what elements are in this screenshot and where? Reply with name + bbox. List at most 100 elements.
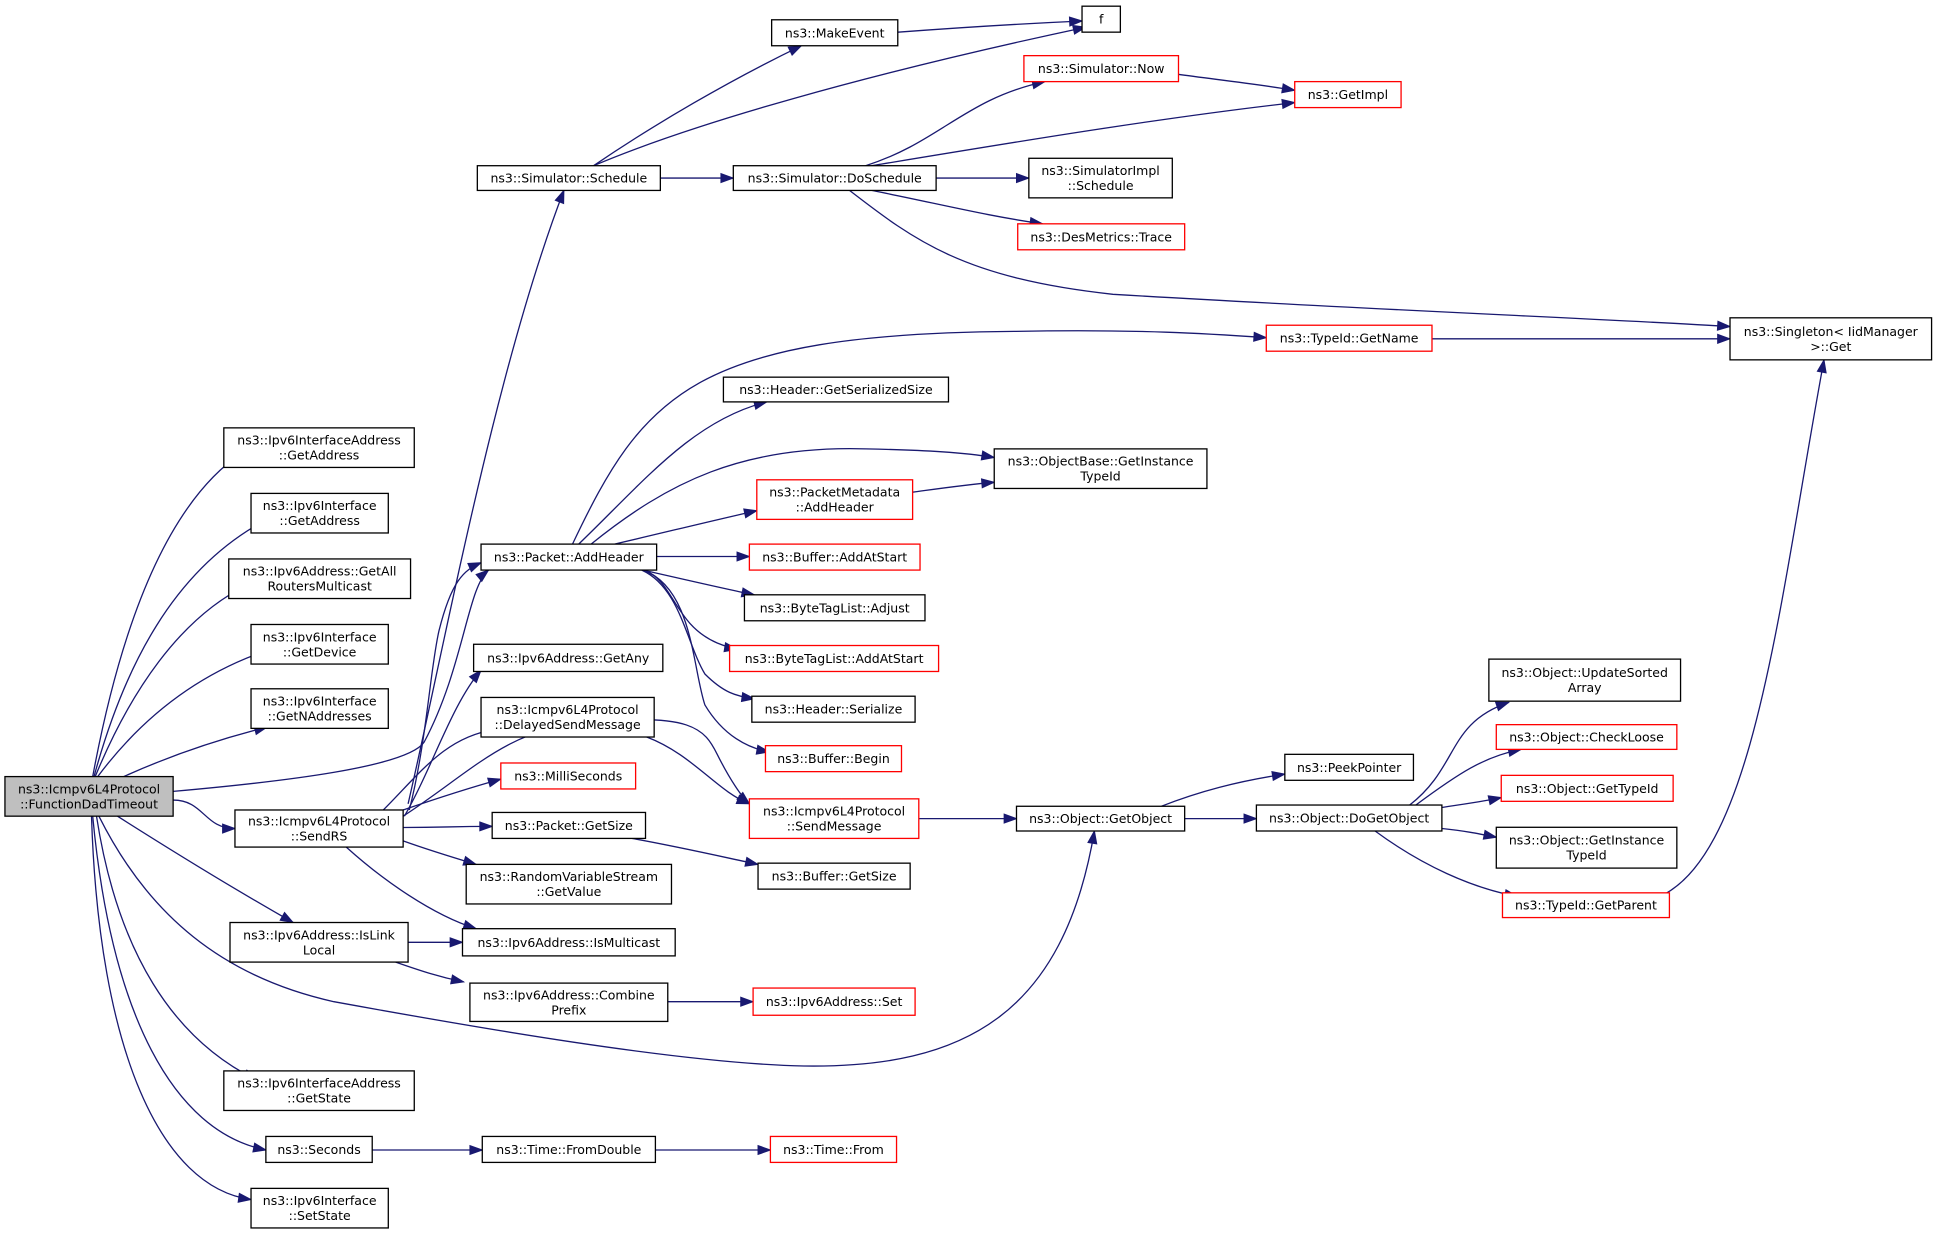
- arrowhead-sendrs-to-ismulticast: [462, 919, 478, 930]
- node-ipv6addr-set[interactable]: ns3::Ipv6Address::Set: [752, 987, 916, 1016]
- node-sim-doschedule[interactable]: ns3::Simulator::DoSchedule: [732, 165, 937, 192]
- node-pkt-getsize[interactable]: ns3::Packet::GetSize: [491, 811, 647, 840]
- node-buffer-addatstart[interactable]: ns3::Buffer::AddAtStart: [748, 543, 921, 571]
- node-sendmessage[interactable]: ns3::Icmpv6L4Protocol::SendMessage: [748, 798, 920, 840]
- node-desmetrics[interactable]: ns3::DesMetrics::Trace: [1017, 223, 1186, 251]
- node-iface-setstate[interactable]: ns3::Ipv6Interface::SetState: [250, 1187, 389, 1229]
- node-label: ns3::Object::CheckLoose: [1509, 730, 1664, 745]
- edge-seconds-to-time_fromdouble: [372, 1144, 484, 1156]
- node-box: [480, 543, 658, 571]
- edge-combineprefix-to-ipv6addr_set: [667, 996, 755, 1007]
- node-box: [743, 594, 926, 622]
- node-bytetag-adjust[interactable]: ns3::ByteTagList::Adjust: [743, 594, 926, 622]
- node-label: ns3::Object::GetTypeId: [1516, 781, 1659, 796]
- node-f[interactable]: f: [1081, 5, 1122, 33]
- node-buffer-getsize[interactable]: ns3::Buffer::GetSize: [757, 862, 911, 890]
- arrowhead-sim_schedule-to-sim_doschedule: [720, 172, 735, 184]
- edge-line: [97, 649, 268, 777]
- node-obj-dogetobject[interactable]: ns3::Object::DoGetObject: [1255, 804, 1443, 832]
- node-label: ns3::Ipv6Address::GetAny: [487, 650, 650, 665]
- arrowhead-pkt_addheader-to-objbase_getinsttypeid: [980, 450, 996, 461]
- edge-line: [403, 825, 493, 829]
- node-label: ns3::RandomVariableStream: [480, 869, 658, 884]
- edge-root-to-iface_getaddress: [93, 518, 269, 777]
- node-ifaddr-getstate[interactable]: ns3::Ipv6InterfaceAddress::GetState: [223, 1070, 415, 1112]
- node-typeid-getname[interactable]: ns3::TypeId::GetName: [1265, 324, 1433, 352]
- node-time-fromdouble[interactable]: ns3::Time::FromDouble: [481, 1135, 657, 1164]
- node-label: ns3::Seconds: [277, 1142, 360, 1157]
- edge-sendrs-to-ismulticast: [345, 846, 478, 930]
- edge-time_fromdouble-to-time_from: [655, 1144, 772, 1156]
- node-obj-gettypeid[interactable]: ns3::Object::GetTypeId: [1500, 774, 1674, 802]
- node-time-from[interactable]: ns3::Time::From: [769, 1135, 898, 1164]
- node-root[interactable]: ns3::Icmpv6L4Protocol::FunctionDadTimeou…: [4, 775, 174, 817]
- node-iface-getdevice[interactable]: ns3::Ipv6Interface::GetDevice: [250, 623, 389, 665]
- edge-line: [95, 816, 257, 1081]
- edge-line: [403, 669, 482, 817]
- node-sendrs[interactable]: ns3::Icmpv6L4Protocol::SendRS: [234, 809, 404, 848]
- node-box: [748, 543, 921, 571]
- node-sim-now[interactable]: ns3::Simulator::Now: [1023, 54, 1180, 83]
- edge-pkt_getsize-to-buffer_getsize: [631, 837, 760, 867]
- node-singleton-get[interactable]: ns3::Singleton< IidManager >::Get: [1729, 317, 1933, 361]
- arrowhead-pkt_getsize-to-buffer_getsize: [744, 856, 760, 867]
- edge-line: [871, 101, 1295, 167]
- node-ifaddr-getaddress[interactable]: ns3::Ipv6InterfaceAddress::GetAddress: [223, 427, 415, 469]
- node-pktmeta-addheader[interactable]: ns3::PacketMetadata::AddHeader: [756, 479, 914, 521]
- node-obj-getobject[interactable]: ns3::Object::GetObject: [1015, 805, 1186, 832]
- arrowhead-sim_schedule-to-makeevent: [787, 45, 803, 57]
- node-label: ns3::TypeId::GetParent: [1515, 898, 1657, 913]
- edge-makeevent-to-f: [897, 16, 1084, 33]
- node-seconds[interactable]: ns3::Seconds: [265, 1135, 373, 1164]
- node-delayedsend[interactable]: ns3::Icmpv6L4Protocol::DelayedSendMessag…: [480, 696, 655, 738]
- node-sim-schedule[interactable]: ns3::Simulator::Schedule: [476, 165, 661, 192]
- node-peekpointer[interactable]: ns3::PeekPointer: [1284, 753, 1415, 781]
- edge-line: [92, 452, 243, 777]
- edge-line: [173, 799, 235, 830]
- node-bytetag-addatstart[interactable]: ns3::ByteTagList::AddAtStart: [728, 644, 940, 673]
- node-makeevent[interactable]: ns3::MakeEvent: [770, 19, 899, 47]
- node-buffer-begin[interactable]: ns3::Buffer::Begin: [764, 745, 903, 773]
- node-label: ::GetAddress: [279, 448, 359, 463]
- node-box: [461, 928, 676, 957]
- edge-sim_now-to-getimpl: [1177, 73, 1297, 94]
- node-getany[interactable]: ns3::Ipv6Address::GetAny: [472, 643, 664, 673]
- node-label: ns3::Packet::GetSize: [505, 818, 633, 833]
- node-label: Local: [303, 942, 335, 957]
- node-label: ns3::Time::From: [783, 1142, 884, 1157]
- node-typeid-getparent[interactable]: ns3::TypeId::GetParent: [1501, 892, 1671, 919]
- edge-line: [865, 80, 1046, 167]
- node-rvs-getvalue[interactable]: ns3::RandomVariableStream::GetValue: [465, 863, 673, 905]
- node-ismulticast[interactable]: ns3::Ipv6Address::IsMulticast: [461, 928, 676, 957]
- node-iface-getnaddresses[interactable]: ns3::Ipv6Interface::GetNAddresses: [250, 688, 389, 730]
- node-milliseconds[interactable]: ns3::MilliSeconds: [500, 762, 637, 790]
- node-box: [1017, 223, 1186, 251]
- node-label: ns3::ObjectBase::GetInstance: [1008, 454, 1194, 469]
- node-obj-checkloose[interactable]: ns3::Object::CheckLoose: [1495, 724, 1678, 751]
- arrowhead-root-to-sendrs: [222, 823, 237, 834]
- node-label: ::GetAddress: [279, 513, 359, 528]
- node-pkt-addheader[interactable]: ns3::Packet::AddHeader: [480, 543, 658, 571]
- node-box: [769, 1135, 898, 1164]
- node-box: [265, 1135, 373, 1164]
- edge-line: [345, 846, 477, 930]
- arrowhead-root-to-islinklocal: [279, 911, 295, 924]
- node-box: [500, 762, 637, 790]
- node-header-getsersize[interactable]: ns3::Header::GetSerializedSize: [722, 376, 950, 403]
- edge-sim_doschedule-to-desmetrics: [871, 189, 1044, 228]
- node-iface-getaddress[interactable]: ns3::Ipv6Interface::GetAddress: [250, 492, 389, 534]
- node-getimpl[interactable]: ns3::GetImpl: [1294, 80, 1402, 109]
- node-simimpl-schedule[interactable]: ns3::SimulatorImpl::Schedule: [1028, 157, 1173, 199]
- edge-line: [123, 726, 268, 778]
- node-label: ::GetNAddresses: [268, 709, 372, 724]
- node-header-serialize[interactable]: ns3::Header::Serialize: [751, 695, 916, 723]
- node-label: ns3::PeekPointer: [1297, 760, 1402, 775]
- node-label: ::GetDevice: [283, 644, 357, 659]
